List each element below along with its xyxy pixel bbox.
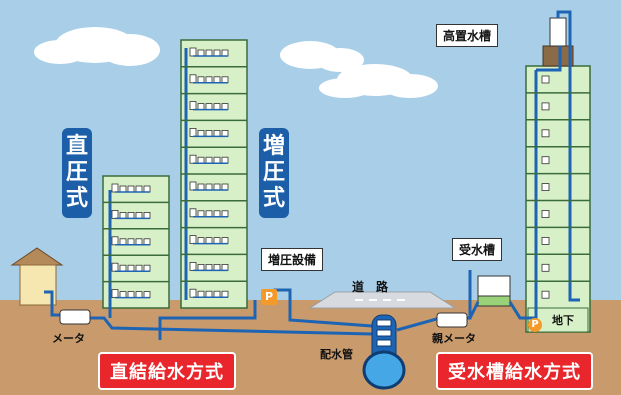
water-fixture-icon [189, 154, 229, 164]
booster-badge: 増 圧 式 [259, 128, 289, 218]
faucet-icon [541, 75, 550, 84]
road-label: 道 路 [352, 280, 389, 294]
faucet-icon [541, 102, 550, 111]
clouds [34, 27, 438, 98]
pump-icon: P [528, 318, 542, 332]
water-fixture-icon [189, 235, 229, 245]
water-fixture-icon [111, 262, 151, 272]
pipes [44, 10, 580, 340]
booster-equipment-callout: 増圧設備 [261, 248, 324, 271]
basement-label: 地下 [552, 314, 574, 327]
water-fixture-icon [189, 101, 229, 111]
faucet-icon [541, 129, 550, 138]
water-fixture-icon [111, 289, 151, 299]
water-fixture-icon [111, 209, 151, 220]
water-fixture-icon [189, 47, 229, 57]
water-fixture-icon [189, 74, 229, 84]
water-fixture-icon [189, 261, 229, 272]
parent-meter-icon [436, 312, 468, 328]
water-fixture-icon [111, 183, 151, 193]
receiving-tank-callout: 受水槽 [452, 238, 503, 261]
faucet-icon [541, 156, 550, 165]
water-fixture-icon [189, 208, 229, 218]
water-fixture-icon [111, 236, 151, 246]
meter-label: メータ [52, 332, 85, 345]
road [308, 291, 457, 309]
direct-pressure-badge: 直 圧 式 [62, 128, 92, 218]
faucet-icon [541, 210, 550, 218]
meter-icon [59, 309, 91, 325]
water-fixture-icon [189, 288, 229, 298]
tank-system-banner: 受水槽給水方式 [436, 352, 593, 390]
distribution-pipe-section [362, 350, 406, 390]
house [19, 264, 57, 306]
booster-pump-icon: P [261, 289, 277, 305]
water-fixture-icon [189, 127, 229, 138]
elevated-tank-callout: 高置水槽 [436, 24, 499, 47]
distribution-pipe-label: 配水管 [320, 348, 353, 361]
faucet-icon [541, 236, 550, 245]
faucet-icon [541, 183, 550, 192]
water-fixture-icon [189, 181, 229, 191]
direct-system-banner: 直結給水方式 [98, 352, 236, 390]
faucet-icon [541, 263, 550, 272]
faucet-icon [541, 290, 550, 299]
parent-meter-label: 親メータ [432, 332, 476, 345]
